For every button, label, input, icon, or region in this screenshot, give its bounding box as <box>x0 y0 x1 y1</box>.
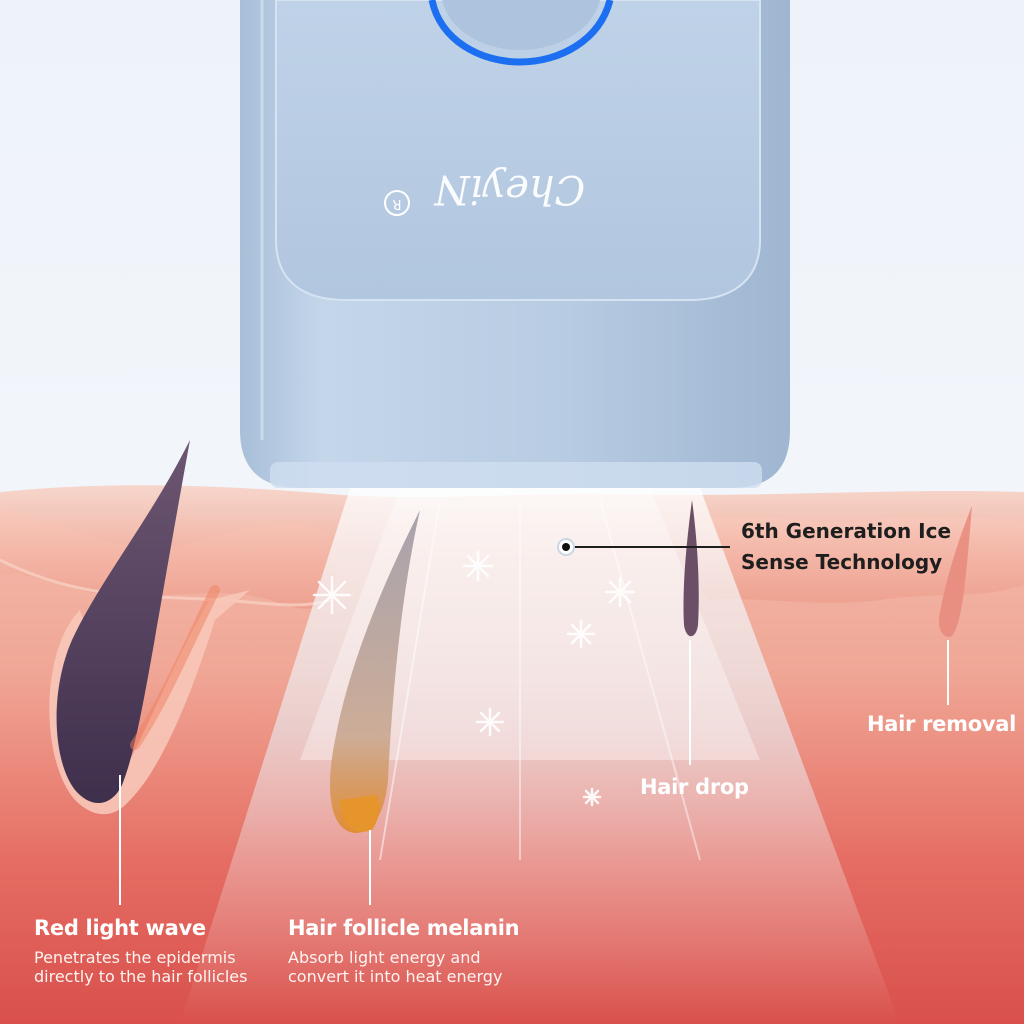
melanin-callout: Hair follicle melanin Absorb light energ… <box>288 916 520 986</box>
melanin-desc-2: convert it into heat energy <box>288 967 503 986</box>
red-light-desc-2: directly to the hair follicles <box>34 967 248 986</box>
ring-indicator-icon <box>428 0 614 66</box>
red-light-callout: Red light wave Penetrates the epidermis … <box>34 916 247 986</box>
snowflake-icon <box>312 550 636 807</box>
red-light-title: Red light wave <box>34 916 206 940</box>
red-light-desc-1: Penetrates the epidermis <box>34 948 236 967</box>
registered-mark: R <box>384 190 410 216</box>
hair-removal-label: Hair removal <box>867 712 1016 736</box>
melanin-title: Hair follicle melanin <box>288 916 520 940</box>
melanin-desc-1: Absorb light energy and <box>288 948 481 967</box>
ipl-device <box>240 0 790 488</box>
ice-sense-line-2: Sense Technology <box>741 550 943 574</box>
hair-drop-label: Hair drop <box>640 775 749 799</box>
ice-sense-line-1: 6th Generation Ice <box>741 519 952 543</box>
brand-logo: CheyiN <box>434 166 586 212</box>
ice-sense-callout: 6th Generation Ice Sense Technology <box>741 516 951 578</box>
